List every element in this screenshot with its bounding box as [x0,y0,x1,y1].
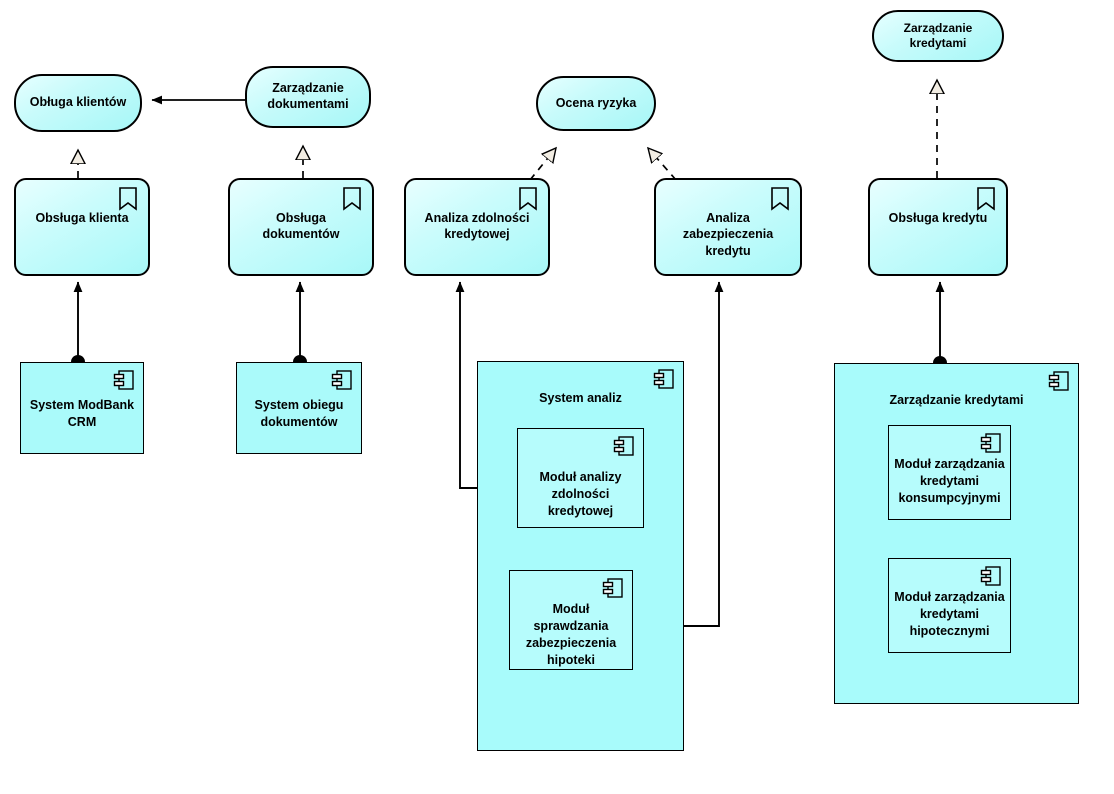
bookmark-icon [343,187,361,211]
component-icon [653,369,674,389]
component-modul-sprawdzania-zabezpieczenia-hipoteki[interactable]: Moduł sprawdzania zabezpieczenia hipotek… [509,570,633,670]
component-label: Moduł sprawdzania zabezpieczenia hipotek… [525,602,617,667]
component-icon [331,370,352,390]
component-label: Zarządzanie kredytami [889,393,1024,407]
component-label: Moduł zarządzania kredytami konsumpcyjny… [894,457,1005,505]
interface-zarzadzanie-kredytami[interactable]: Zarządzanie kredytami [872,10,1004,62]
bookmark-icon [977,187,995,211]
component-modul-zarzadzania-kredytami-konsumpcyjnymi[interactable]: Moduł zarządzania kredytami konsumpcyjny… [888,425,1011,520]
interface-ocena-ryzyka[interactable]: Ocena ryzyka [536,76,656,131]
component-icon [613,436,634,456]
service-analiza-zdolnosci-kredytowej[interactable]: Analiza zdolności kredytowej [404,178,550,276]
component-icon [602,578,623,598]
component-icon [113,370,134,390]
connector-real-analiza-zabezpieczenia [648,148,677,181]
component-modul-analizy-zdolnosci-kredytowej[interactable]: Moduł analizy zdolności kredytowej [517,428,644,528]
service-label: Obsługa kredytu [888,211,988,225]
component-label: Moduł zarządzania kredytami hipotecznymi [894,590,1005,638]
service-label: Analiza zabezpieczenia kredytu [682,211,774,258]
component-modul-zarzadzania-kredytami-hipotecznymi[interactable]: Moduł zarządzania kredytami hipotecznymi [888,558,1011,653]
component-label: System ModBank CRM [29,398,135,429]
interface-zarzadzanie-dokumentami[interactable]: Zarządzanie dokumentami [245,66,371,128]
service-label: Obsługa dokumentów [262,211,340,242]
service-label: Analiza zdolności kredytowej [424,211,530,242]
component-system-analiz[interactable]: System analiz [477,361,684,751]
component-icon [1048,371,1069,391]
connector-prov-obieg [293,281,307,369]
service-obsluga-kredytu[interactable]: Obsługa kredytu [868,178,1008,276]
component-icon [980,433,1001,453]
component-system-obiegu-dokumentow[interactable]: System obiegu dokumentów [236,362,362,454]
bookmark-icon [519,187,537,211]
connector-prov-crm [71,281,85,369]
connector-prov-zarzadzanie-kredytami [933,281,947,370]
service-obsluga-klienta[interactable]: Obsługa klienta [14,178,150,276]
component-icon [980,566,1001,586]
bookmark-icon [119,187,137,211]
component-label: Moduł analizy zdolności kredytowej [539,470,622,518]
connector-real-analiza-zdolnosci [529,148,556,181]
interface-obsluga-klientow[interactable]: Obługa klientów [14,74,142,132]
component-system-modbank-crm[interactable]: System ModBank CRM [20,362,144,454]
bookmark-icon [771,187,789,211]
service-label: Obsługa klienta [35,211,129,225]
service-obsluga-dokumentow[interactable]: Obsługa dokumentów [228,178,374,276]
service-analiza-zabezpieczenia-kredytu[interactable]: Analiza zabezpieczenia kredytu [654,178,802,276]
component-label: System obiegu dokumentów [254,398,344,429]
component-label: System analiz [539,391,622,405]
